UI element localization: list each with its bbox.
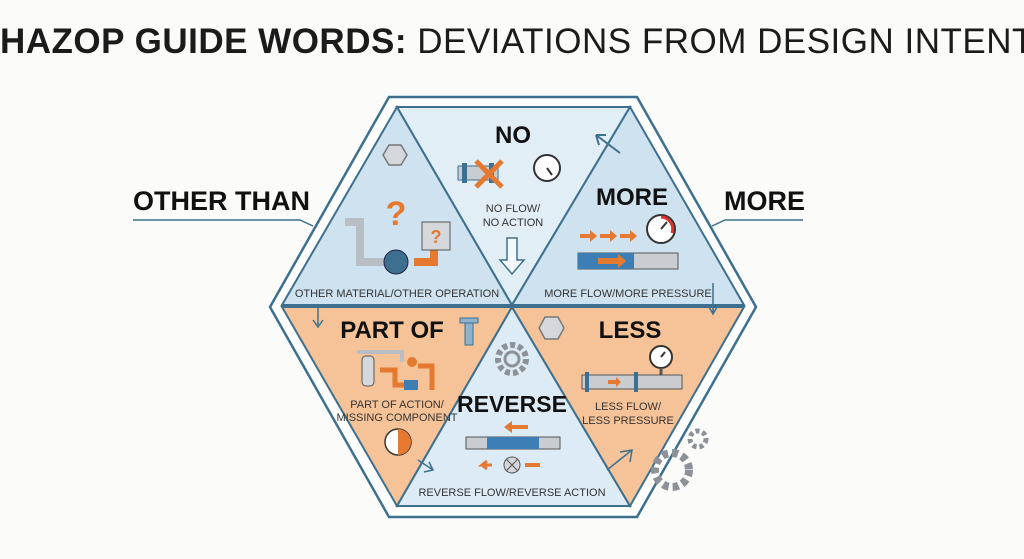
low-flow-pipe-icon xyxy=(581,345,683,392)
half-circle-icon xyxy=(384,428,412,456)
question-mark-icon: ? xyxy=(386,195,407,233)
valve-icon xyxy=(477,456,540,474)
blocked-pipe-icon xyxy=(457,159,504,189)
up-right-arrow-icon xyxy=(606,449,633,471)
caption-part-of-1: PART OF ACTION/ xyxy=(350,399,444,411)
down-arrow-left-icon xyxy=(312,307,324,329)
hex-nut-icon xyxy=(382,144,408,166)
diagonal-arrow-icon xyxy=(417,459,435,473)
caption-part-of-2: MISSING COMPONENT xyxy=(336,412,457,424)
down-arrow-icon xyxy=(498,237,526,276)
label-other-than: OTHER THAN xyxy=(133,186,310,216)
segment-less xyxy=(510,306,746,508)
title-rest: DEVIATIONS FROM DESIGN INTENT xyxy=(406,22,1024,61)
heading-no: NO xyxy=(495,122,531,149)
up-left-arrow-icon xyxy=(595,134,621,154)
segment-more xyxy=(510,105,746,306)
caption-less-1: LESS FLOW/ xyxy=(595,401,662,413)
caption-no-1: NO FLOW/ xyxy=(486,203,541,215)
page-title: HAZOP GUIDE WORDS: DEVIATIONS FROM DESIG… xyxy=(0,22,1024,62)
high-flow-pipe-icon xyxy=(577,252,679,270)
other-than-leader-line xyxy=(133,219,314,227)
heading-part-of: PART OF xyxy=(340,317,444,344)
gear-icon xyxy=(495,342,529,376)
piping-system-icon xyxy=(357,350,435,390)
heading-reverse: REVERSE xyxy=(457,391,567,417)
caption-less-2: LESS PRESSURE xyxy=(582,415,674,427)
heading-more: MORE xyxy=(596,184,668,211)
caption-other-than: OTHER MATERIAL/OTHER OPERATION xyxy=(295,288,499,300)
reverse-arrow-icon xyxy=(504,421,528,433)
reverse-pipe-icon xyxy=(465,436,561,450)
gears-decoration-icon xyxy=(651,428,709,491)
caption-reverse: REVERSE FLOW/REVERSE ACTION xyxy=(418,487,605,499)
label-more-outer: MORE xyxy=(724,186,805,216)
pressure-gauge-icon xyxy=(533,154,561,182)
caption-more: MORE FLOW/MORE PRESSURE xyxy=(544,288,711,300)
down-arrow-right-icon xyxy=(708,283,718,316)
more-leader-line xyxy=(711,219,803,227)
title-bold: HAZOP GUIDE WORDS: xyxy=(0,22,407,61)
flow-arrows-icon xyxy=(580,230,637,242)
svg-text:?: ? xyxy=(431,227,442,247)
bolt-icon xyxy=(459,317,479,346)
pump-icon: ? xyxy=(345,218,451,275)
caption-no-2: NO ACTION xyxy=(483,217,544,229)
heading-less: LESS xyxy=(599,317,662,344)
hex-nut-icon-2 xyxy=(538,316,565,340)
high-pressure-gauge-icon xyxy=(646,214,676,244)
